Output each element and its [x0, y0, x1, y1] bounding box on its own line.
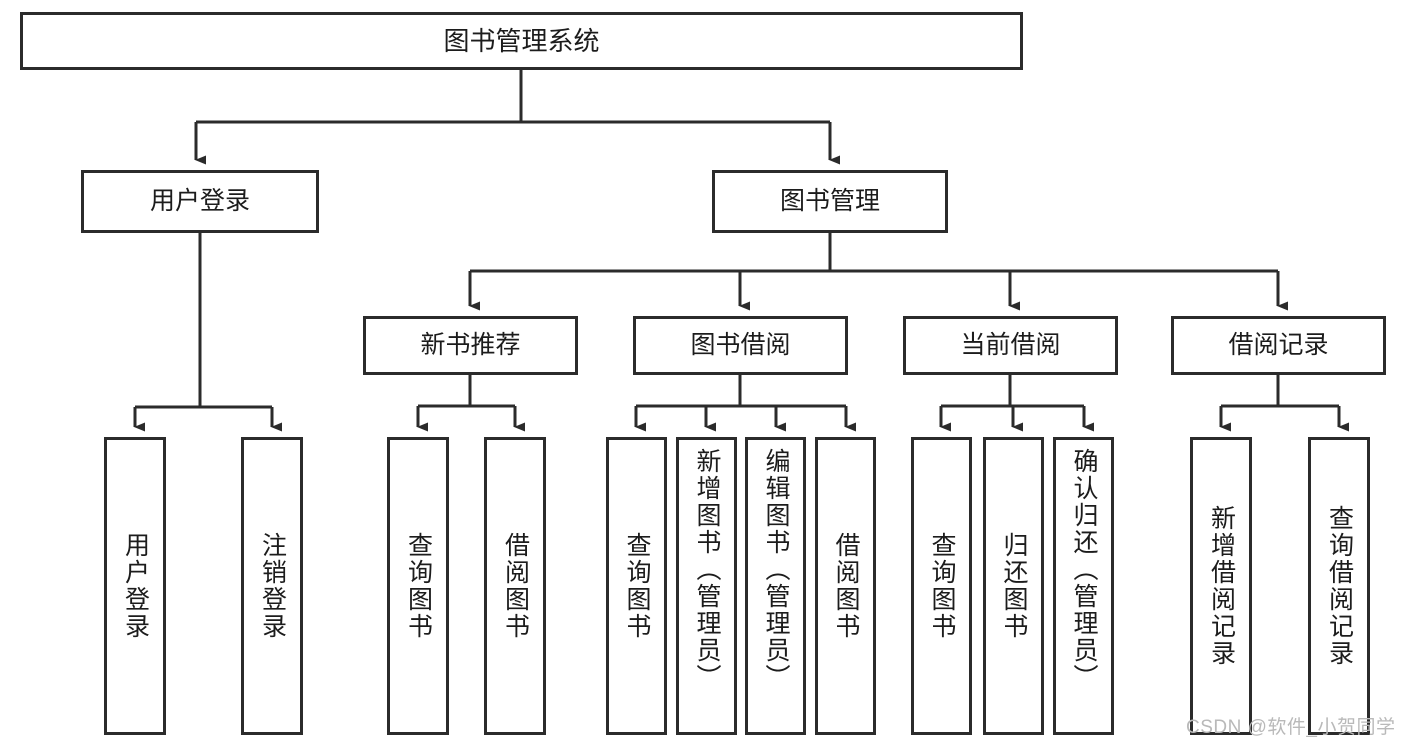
leaf-add-book-admin[interactable]: 新增图书（管理员）	[676, 437, 737, 735]
node-user-login-label: 用户登录	[149, 187, 250, 215]
leaf-query-book-bb[interactable]: 查询图书	[606, 437, 667, 735]
leaf-borrow-book-bb[interactable]: 借阅图书	[815, 437, 876, 735]
leaf-logout[interactable]: 注销登录	[241, 437, 303, 735]
node-user-login[interactable]: 用户登录	[81, 170, 319, 233]
node-current-borrow[interactable]: 当前借阅	[903, 316, 1118, 375]
leaf-confirm-return-admin[interactable]: 确认归还（管理员）	[1053, 437, 1114, 735]
leaf-edit-book-admin[interactable]: 编辑图书（管理员）	[745, 437, 806, 735]
leaf-query-book-nbr-label: 查询图书	[404, 532, 433, 640]
leaf-borrow-book-bb-label: 借阅图书	[832, 532, 860, 640]
node-new-book-recommend-label: 新书推荐	[420, 331, 521, 359]
node-borrow-record[interactable]: 借阅记录	[1171, 316, 1386, 375]
leaf-borrow-book-nbr[interactable]: 借阅图书	[484, 437, 546, 735]
leaf-query-borrow-record[interactable]: 查询借阅记录	[1308, 437, 1370, 735]
leaf-query-borrow-record-label: 查询借阅记录	[1325, 505, 1354, 667]
node-current-borrow-label: 当前借阅	[960, 331, 1061, 359]
leaf-user-login[interactable]: 用户登录	[104, 437, 166, 735]
leaf-logout-label: 注销登录	[258, 532, 287, 640]
node-book-borrow[interactable]: 图书借阅	[633, 316, 848, 375]
leaf-query-book-cb[interactable]: 查询图书	[911, 437, 972, 735]
leaf-return-book-label: 归还图书	[1000, 532, 1028, 640]
csdn-watermark: CSDN @软件_小贺同学	[1186, 717, 1396, 738]
leaf-add-borrow-record[interactable]: 新增借阅记录	[1190, 437, 1252, 735]
leaf-query-book-cb-label: 查询图书	[928, 532, 956, 640]
node-root[interactable]: 图书管理系统	[20, 12, 1023, 70]
node-root-label: 图书管理系统	[443, 25, 600, 56]
leaf-return-book[interactable]: 归还图书	[983, 437, 1044, 735]
leaf-query-book-nbr[interactable]: 查询图书	[387, 437, 449, 735]
node-book-management-label: 图书管理	[779, 187, 880, 215]
node-borrow-record-label: 借阅记录	[1228, 331, 1329, 359]
leaf-confirm-return-admin-label: 确认归还（管理员）	[1070, 448, 1098, 691]
node-book-management[interactable]: 图书管理	[712, 170, 948, 233]
leaf-add-borrow-record-label: 新增借阅记录	[1207, 505, 1236, 667]
leaf-add-book-admin-label: 新增图书（管理员）	[693, 448, 721, 691]
leaf-user-login-label: 用户登录	[121, 532, 150, 640]
node-new-book-recommend[interactable]: 新书推荐	[363, 316, 578, 375]
leaf-edit-book-admin-label: 编辑图书（管理员）	[762, 448, 790, 691]
leaf-borrow-book-nbr-label: 借阅图书	[501, 532, 530, 640]
node-book-borrow-label: 图书借阅	[690, 331, 791, 359]
leaf-query-book-bb-label: 查询图书	[623, 532, 651, 640]
